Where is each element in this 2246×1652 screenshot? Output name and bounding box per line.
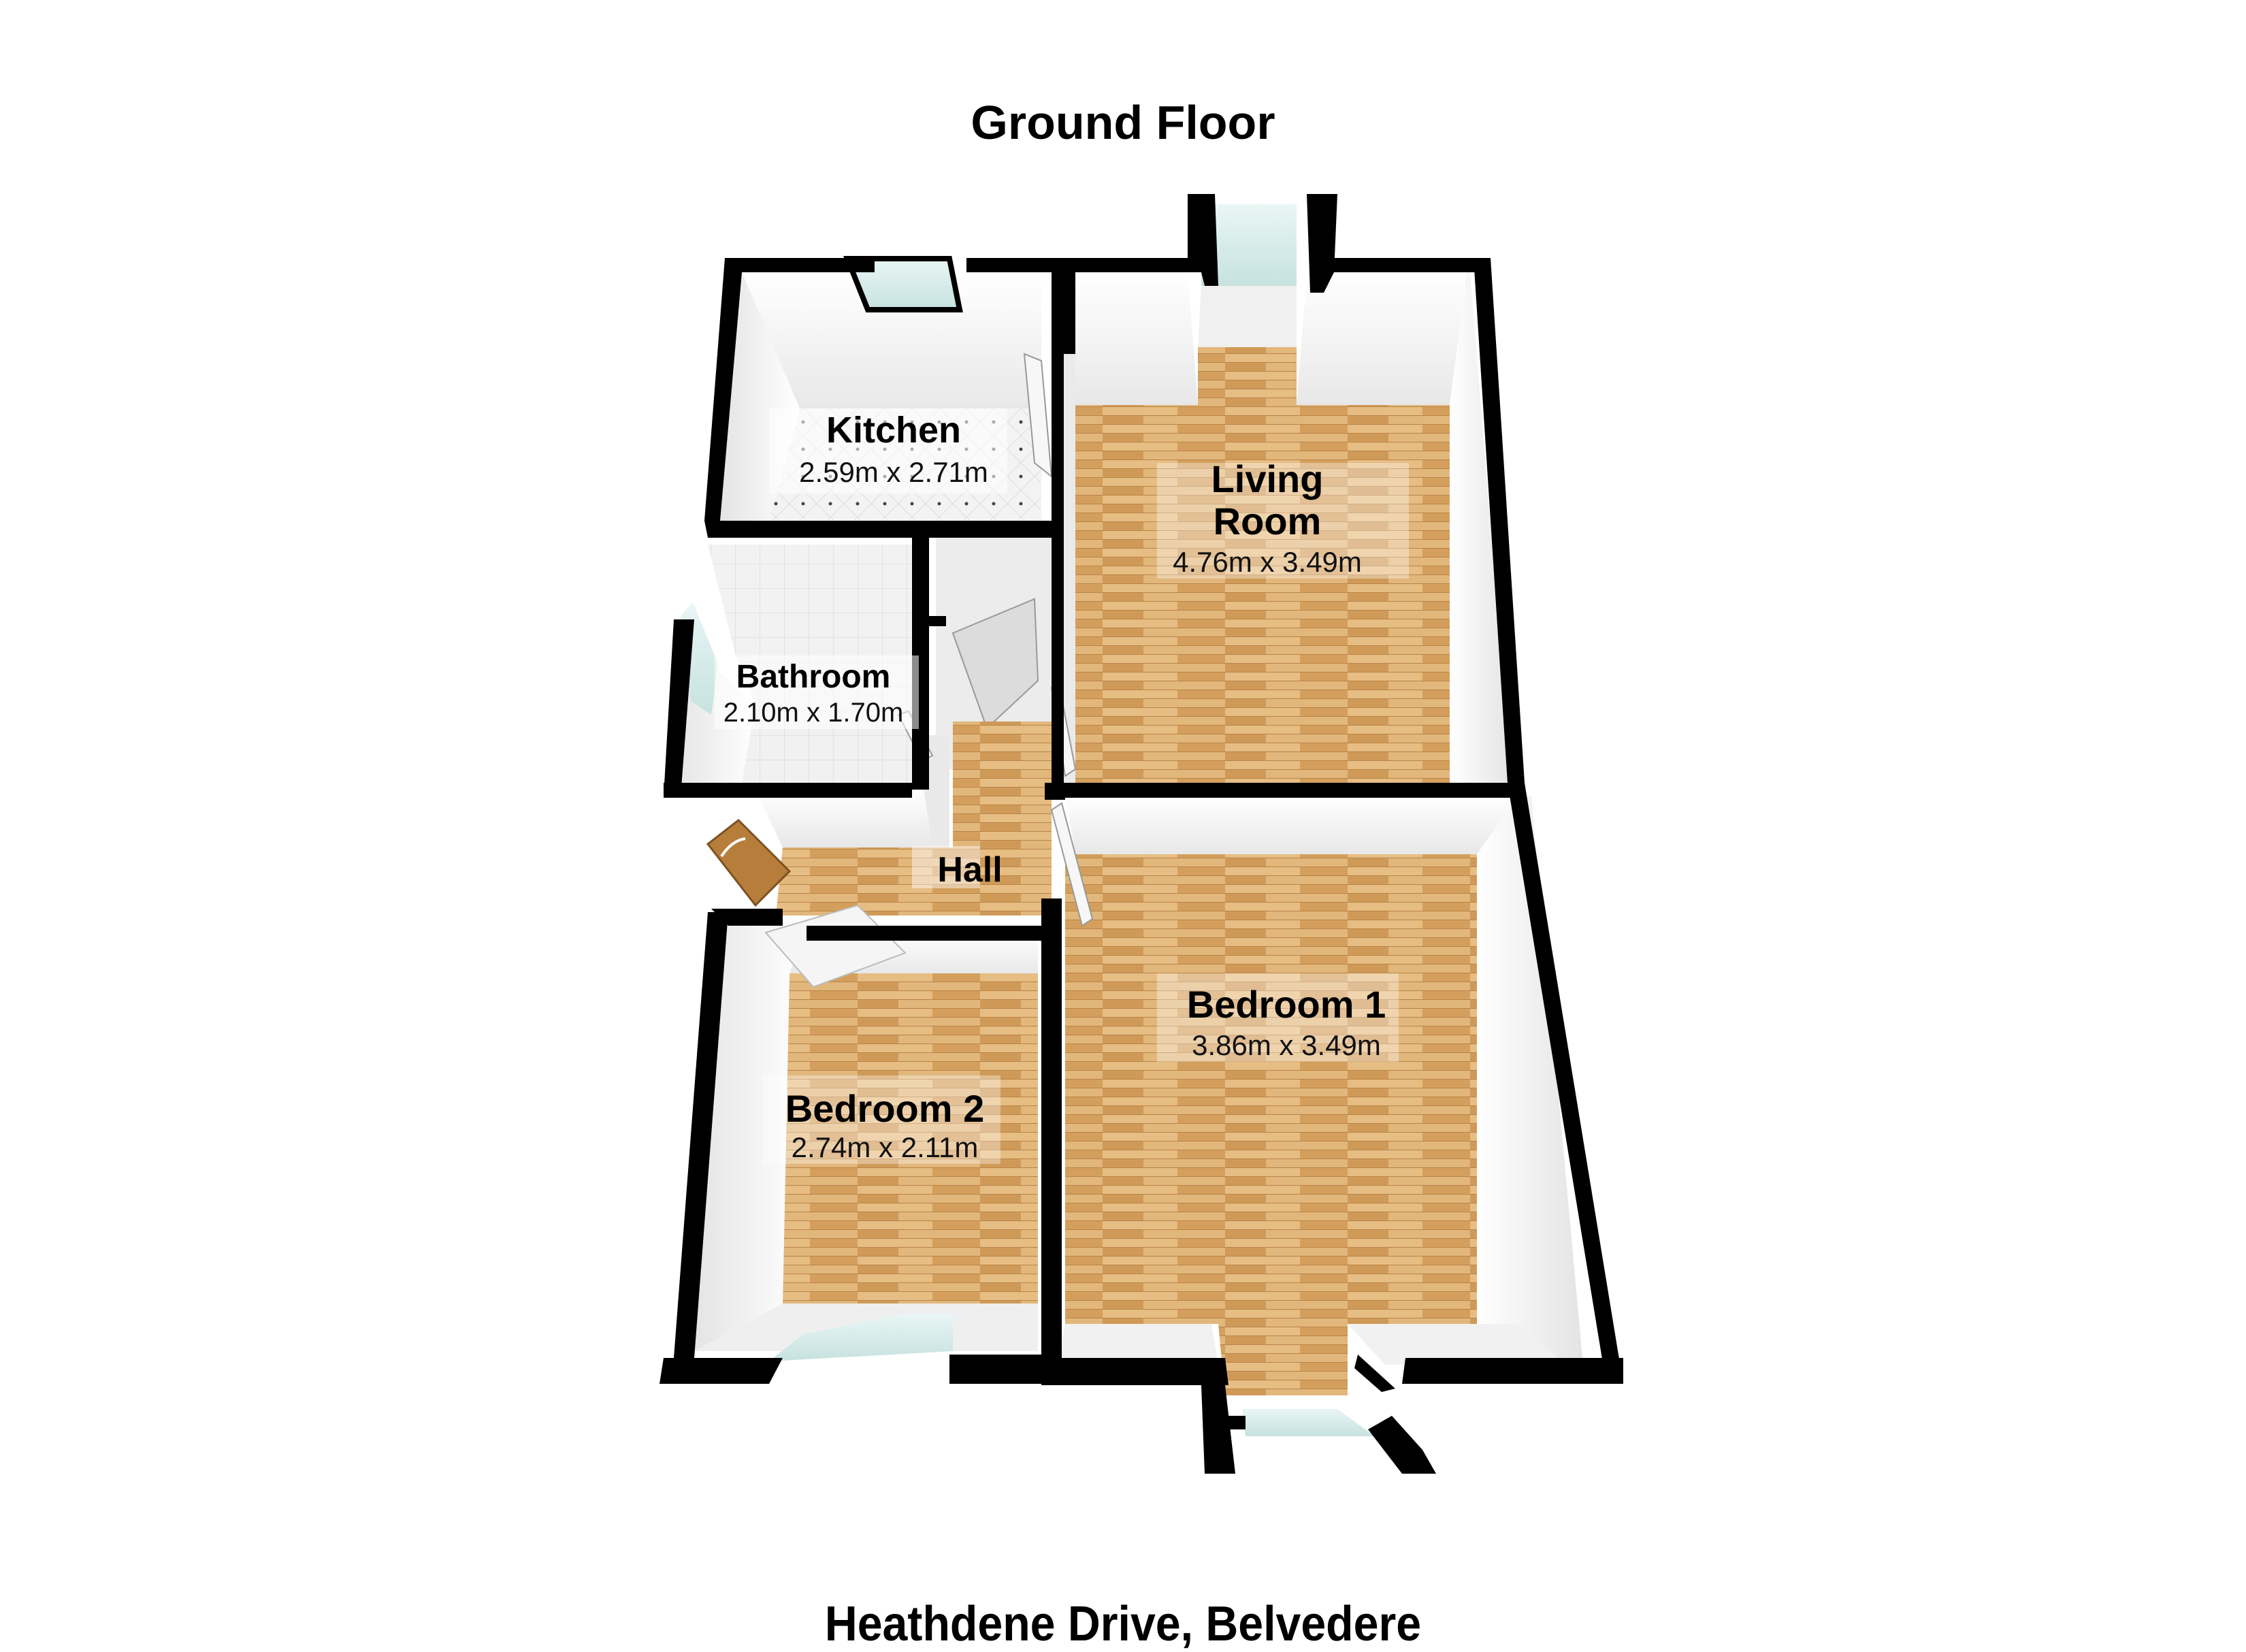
bedroom-2-window: [769, 1314, 953, 1361]
living-room-wall-left: [1062, 272, 1075, 783]
walls: [660, 194, 1623, 1474]
floor-title: Ground Floor: [971, 96, 1275, 149]
room-living-room: [1062, 204, 1511, 783]
bedroom-1-wall-bottom-left: [1058, 1324, 1218, 1365]
kitchen-dims: 2.59m x 2.71m: [799, 456, 988, 488]
label-bedroom-1: Bedroom 1 3.86m x 3.49m: [1157, 973, 1399, 1062]
bedroom-2-dims: 2.74m x 2.11m: [792, 1131, 979, 1163]
bedroom-1-wall-back: [1065, 796, 1518, 854]
living-room-dims: 4.76m x 3.49m: [1173, 546, 1362, 578]
kitchen-name: Kitchen: [826, 410, 961, 451]
kitchen-window: [843, 256, 963, 312]
bedroom-1-bay-window: [1242, 1409, 1375, 1436]
label-bathroom: Bathroom 2.10m x 1.70m: [715, 655, 919, 729]
bedroom-1-wall-bottom-right: [1348, 1324, 1565, 1365]
living-room-floor: [1075, 405, 1450, 783]
room-hall: [755, 722, 1052, 916]
kitchen-wall-back: [742, 272, 1041, 408]
living-room-wall-back-right: [1297, 272, 1467, 405]
living-room-wall-back-left: [1075, 272, 1198, 405]
cupboard-door: [951, 598, 1039, 730]
living-room-wall-right: [1450, 272, 1511, 783]
bathroom-name: Bathroom: [736, 659, 891, 695]
front-door: [706, 819, 792, 907]
label-hall: Hall: [912, 846, 1003, 890]
address-title: Heathdene Drive, Belvedere: [824, 1597, 1422, 1651]
bedroom-1-name: Bedroom 1: [1187, 983, 1386, 1026]
room-bedroom-2: [694, 904, 1038, 1361]
living-room-name-line2: Room: [1214, 500, 1322, 542]
bedroom-2-floor: [783, 973, 1038, 1303]
living-room-bay-floor: [1198, 347, 1297, 405]
hall-wall-top: [755, 790, 946, 847]
bathroom-dims: 2.10m x 1.70m: [723, 698, 904, 728]
label-bedroom-2: Bedroom 2 2.74m x 2.11m: [762, 1075, 1000, 1164]
front-door-fanlight: [720, 837, 746, 858]
bedroom-2-wall-left: [694, 916, 803, 1351]
bedroom-1-door: [1050, 802, 1094, 927]
bedroom-1-dims: 3.86m x 3.49m: [1192, 1029, 1381, 1061]
hall-name: Hall: [937, 850, 1002, 890]
living-room-bay-wall: [1198, 286, 1297, 347]
room-bedroom-1: [1058, 796, 1582, 1436]
hall-floor-lower: [776, 847, 1052, 916]
living-room-name-line1: Living: [1211, 457, 1324, 500]
living-room-bay-window: [1201, 204, 1297, 286]
bedroom-1-bay-floor: [1218, 1324, 1348, 1395]
bedroom-1-floor: [1065, 854, 1477, 1324]
bedroom-1-wall-right: [1477, 796, 1582, 1358]
label-kitchen: Kitchen 2.59m x 2.71m: [769, 408, 1007, 493]
label-living-room: Living Room 4.76m x 3.49m: [1157, 457, 1409, 579]
bedroom-2-name: Bedroom 2: [785, 1087, 985, 1130]
